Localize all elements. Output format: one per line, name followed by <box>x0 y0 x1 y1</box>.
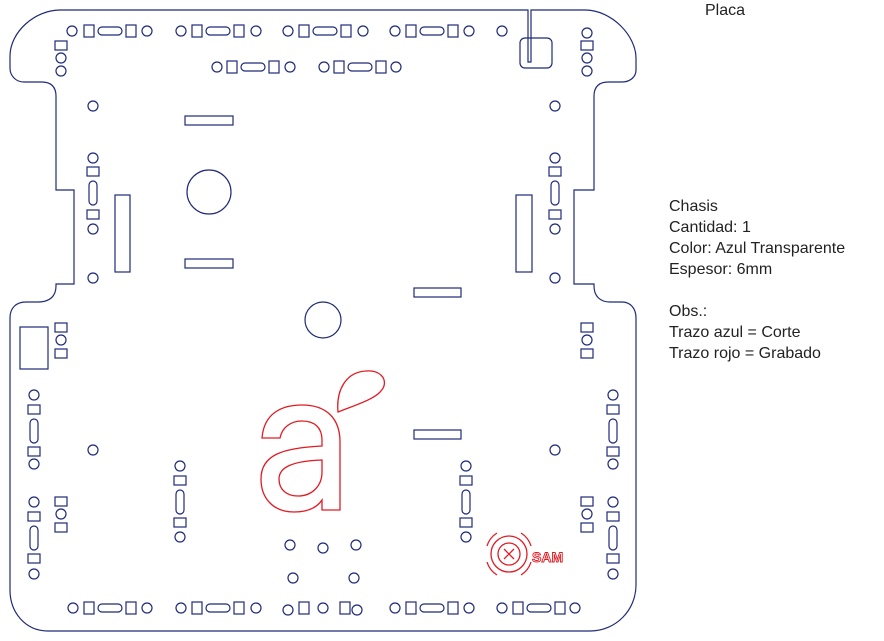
sheet-title: Placa <box>705 2 746 19</box>
cut-legend: Trazo azul = Corte <box>669 324 801 341</box>
corner-hole-clusters <box>54 27 594 533</box>
notes-heading: Obs.: <box>669 303 708 320</box>
slot-v-right <box>515 194 533 273</box>
switch-cutout <box>19 326 49 370</box>
piece-name: Chasis <box>669 198 718 215</box>
spec-block: Chasis Cantidad: 1 Color: Azul Transpare… <box>669 196 845 280</box>
chassis-plate-drawing: SAM <box>9 9 637 632</box>
slot-v-left <box>114 194 131 273</box>
large-hole-upper <box>186 169 232 215</box>
bottom-row-holes <box>67 601 581 616</box>
slot-h-1 <box>184 115 234 126</box>
plate-outline <box>9 9 637 632</box>
slot-h-2 <box>184 258 234 269</box>
x-mark-icon <box>503 548 515 560</box>
sam-badge-logo: SAM <box>486 532 564 576</box>
notes-block: Obs.: Trazo azul = Corte Trazo rojo = Gr… <box>669 301 821 364</box>
top-slot <box>519 37 553 69</box>
vertical-hole-columns <box>27 100 620 580</box>
top-row-holes <box>66 24 508 74</box>
slot-h-3 <box>413 287 462 298</box>
engrave-legend: Trazo rojo = Grabado <box>669 345 821 362</box>
sam-badge-text: SAM <box>532 549 563 565</box>
center-small-holes <box>284 539 362 584</box>
color-label: Color: Azul Transparente <box>669 240 846 257</box>
slot-h-4 <box>413 429 462 440</box>
large-hole-center <box>304 301 342 339</box>
engraved-a-logo <box>260 370 386 513</box>
quantity-label: Cantidad: 1 <box>669 219 751 236</box>
thickness-label: Espesor: 6mm <box>669 261 773 278</box>
